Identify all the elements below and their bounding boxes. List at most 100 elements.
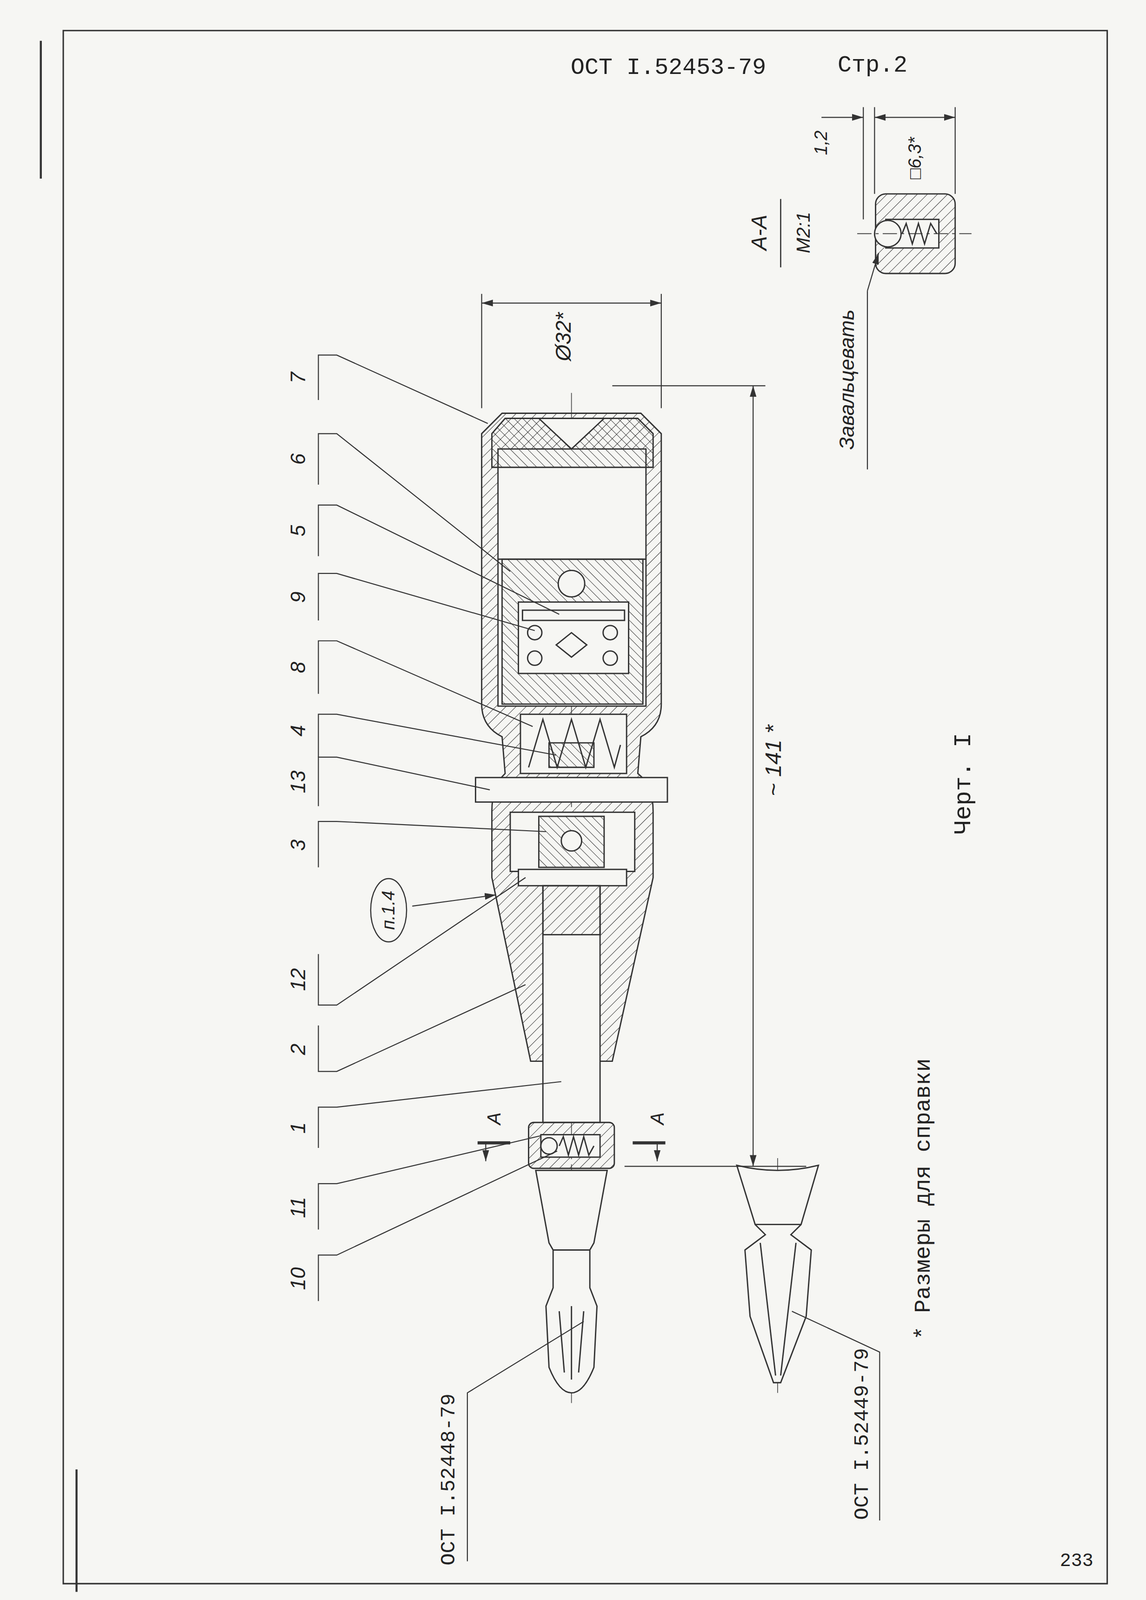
drawing-polyline [318, 877, 526, 1006]
drawing-polyline [318, 821, 547, 868]
drawing-rect [542, 885, 600, 935]
drawing-line [660, 293, 662, 409]
drawing-rect [518, 601, 629, 674]
callout-number: 6 [286, 453, 309, 465]
reference-circle: п.1.4 [369, 877, 408, 943]
drawing-line [632, 1141, 666, 1145]
section-title: А-А [747, 214, 772, 251]
drawing-line [755, 1223, 802, 1226]
shaft [542, 885, 600, 1123]
drawing-path [556, 632, 587, 658]
page-number: Стр.2 [837, 52, 908, 79]
drawing-line [874, 116, 955, 118]
drawing-line [862, 106, 864, 220]
drawing-line [954, 106, 956, 194]
drawing-line [481, 293, 483, 409]
drawing-circle [561, 830, 582, 852]
drawing-path [63, 30, 1108, 1584]
dimension-text: 1,2 [811, 130, 832, 156]
callout-number: 9 [286, 591, 309, 603]
drawing-line [760, 1242, 776, 1376]
drawing-circle [527, 625, 542, 640]
pin [475, 777, 667, 803]
drawing-rect [522, 610, 625, 621]
callout-number: 8 [286, 661, 309, 673]
drawing-rect [540, 1134, 600, 1158]
drawing-line [624, 1165, 807, 1167]
drawing-polyline [467, 1321, 584, 1562]
callout-number: 5 [286, 525, 309, 537]
drawing-polyline [318, 640, 534, 727]
screwdriver [475, 413, 819, 1393]
callout-number: 1 [286, 1121, 309, 1133]
drawing-polyline [318, 1151, 558, 1302]
drawing-line [873, 106, 875, 194]
drawing-polyline [318, 354, 488, 424]
drawing-circle [603, 625, 618, 640]
callout-number: 12 [286, 968, 309, 992]
drawing-rect [520, 714, 627, 774]
section-dimensions [821, 106, 955, 470]
drawing-polyline [318, 757, 491, 807]
sheet-number: 233 [1059, 1551, 1094, 1572]
scale-note: М2:1 [792, 212, 814, 254]
dimension-text: Ø32* [551, 312, 576, 362]
drawing-polyline [318, 505, 560, 615]
drawing-line [412, 894, 496, 907]
drawing-line [656, 1142, 658, 1161]
leader-lines [318, 354, 880, 1561]
drawing-polyline [318, 1081, 562, 1149]
drawing-polyline [318, 984, 526, 1072]
section-mark: А [483, 1112, 505, 1125]
node-text: п.1.4 [379, 890, 399, 930]
drawing-polyline [318, 433, 511, 572]
drawing-line [553, 1249, 590, 1251]
drawing-polyline [792, 1311, 880, 1521]
ring [518, 869, 627, 886]
handle-bore [498, 448, 647, 707]
drawing-line [578, 1311, 584, 1373]
caption: Черт. I [951, 732, 978, 835]
drawing-polyline [559, 1136, 594, 1155]
callout-number: 3 [286, 839, 309, 851]
callout-number: 2 [286, 1043, 309, 1055]
callout-number: 7 [286, 372, 309, 384]
drawing-circle [527, 651, 542, 666]
collar [528, 1122, 615, 1169]
drawing-line [75, 1469, 78, 1592]
standard-ref: ОСТ I.52448-79 [437, 1393, 460, 1566]
drawing-polyline [318, 573, 535, 631]
drawing-circle [558, 570, 585, 597]
section-mark: А [646, 1112, 668, 1125]
drawing-line [866, 290, 868, 470]
cap-recess [538, 418, 604, 449]
alt-bit [736, 1165, 819, 1383]
drawing-line [857, 233, 972, 235]
drawing-line [821, 116, 864, 118]
dimension-text: ~ 141 * [761, 724, 787, 796]
drawing-polyline [318, 714, 557, 758]
drawing-circle [603, 651, 618, 666]
footnote: * Размеры для справки [911, 1058, 936, 1340]
drawing-line [481, 302, 662, 304]
drawing-line [570, 1305, 573, 1380]
header-text: ОСТ I.52453-79 [570, 54, 767, 80]
sheet-frame [40, 30, 1108, 1593]
drawing-polyline [318, 1135, 541, 1230]
callout-number: 13 [286, 770, 309, 793]
callout-number: 11 [286, 1196, 309, 1219]
bit [535, 1170, 608, 1393]
drawing-rect [510, 812, 635, 872]
drawing-rect [538, 816, 604, 868]
clutch-block [502, 559, 644, 705]
circle-outline [370, 878, 407, 942]
drawing-line [867, 253, 879, 291]
drawing-line [485, 1142, 487, 1161]
drawing-line [779, 199, 782, 268]
end-cap [492, 418, 654, 467]
callout-number: 4 [286, 725, 309, 737]
drawing-line [780, 1242, 797, 1376]
drawing-polyline [528, 719, 621, 768]
dimensions [481, 293, 807, 1167]
